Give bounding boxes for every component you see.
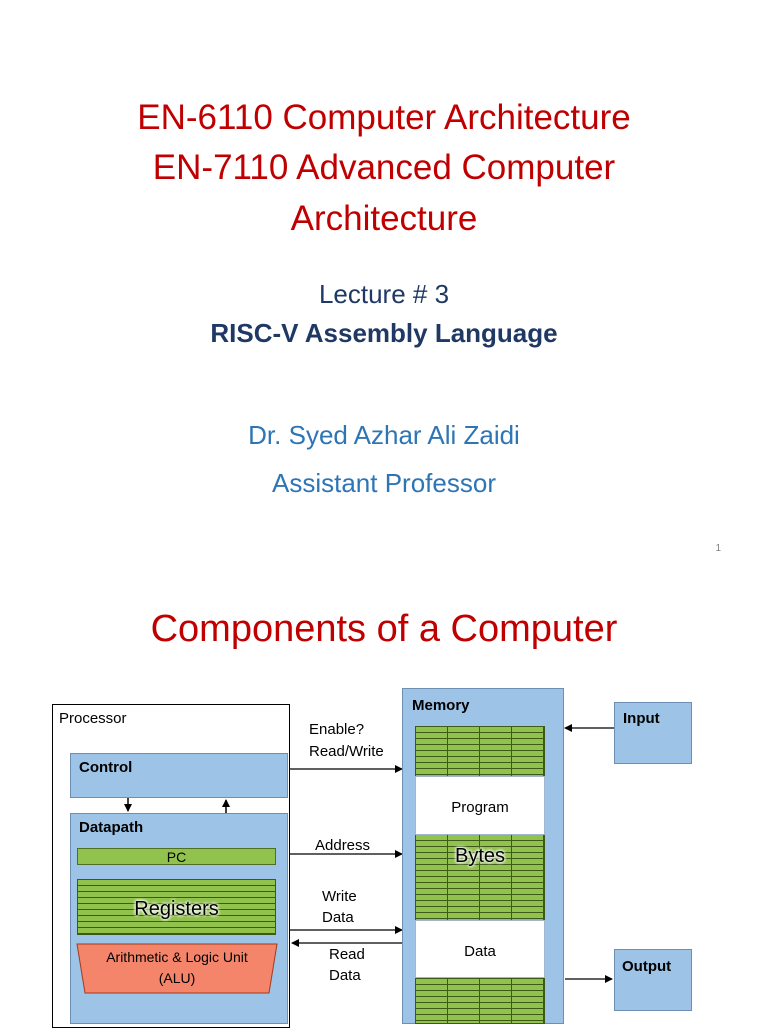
title-slide: EN-6110 Computer Architecture EN-7110 Ad… [137, 98, 721, 554]
input-label: Input [623, 710, 660, 727]
memory-cells [415, 726, 545, 1024]
program-region [415, 776, 545, 835]
slide-number: 1 [715, 543, 721, 554]
read-label: Read [329, 946, 365, 963]
pc-register [77, 848, 276, 865]
processor-label: Processor [59, 710, 127, 727]
alu-label-line-1: Arithmetic & Logic Unit [106, 949, 248, 965]
author-name: Dr. Syed Azhar Ali Zaidi [248, 420, 520, 450]
alu-label-line-2: (ALU) [158, 970, 196, 986]
read-write-label: Read/Write [309, 743, 384, 760]
data-region [415, 920, 545, 978]
output-label: Output [622, 958, 672, 975]
lecture-number: Lecture # 3 [318, 279, 450, 309]
input-box [614, 702, 692, 764]
alu-shape [76, 943, 278, 994]
connection-arrows [124, 724, 614, 983]
course-title-line-2: EN-7110 Advanced Computer [152, 148, 616, 187]
author-position: Assistant Professor [272, 468, 496, 498]
write-data-label: Data [322, 909, 354, 926]
course-title-line-1: EN-6110 Computer Architecture [137, 98, 631, 137]
read-data-label: Data [329, 967, 361, 984]
slide-title: Components of a Computer [150, 608, 618, 650]
components-slide: Components of a Computer Processor Contr… [0, 568, 768, 1028]
datapath-label: Datapath [79, 819, 144, 836]
register-file [77, 879, 276, 935]
control-box [70, 753, 288, 798]
data-label: Data [464, 943, 496, 960]
bytes-label: Bytes [454, 845, 506, 867]
memory-label: Memory [412, 697, 470, 714]
write-label: Write [322, 888, 357, 905]
address-label: Address [315, 837, 371, 854]
control-label: Control [79, 759, 133, 776]
program-label: Program [451, 799, 509, 816]
output-box [614, 949, 692, 1011]
enable-label: Enable? [309, 721, 365, 738]
pc-label: PC [166, 849, 187, 865]
registers-label: Registers [134, 898, 219, 920]
course-title-line-3: Architecture [290, 199, 478, 238]
lecture-topic: RISC-V Assembly Language [210, 318, 558, 348]
